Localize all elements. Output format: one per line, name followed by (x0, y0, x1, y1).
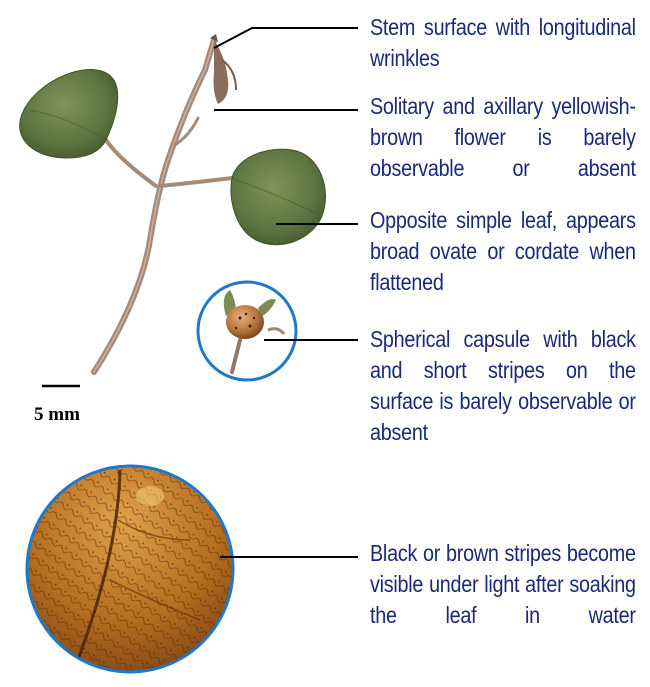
right-leaf (231, 149, 325, 244)
leader-stem (214, 28, 358, 48)
scale-bar-label: 5 mm (34, 404, 80, 426)
label-capsule: Spherical capsule with black and short s… (370, 324, 636, 479)
left-leaf (20, 70, 118, 158)
label-leaf: Opposite simple leaf, appears broad ovat… (370, 205, 636, 329)
capsule-inset (198, 282, 296, 380)
label-stripes: Black or brown stripes become visible un… (370, 538, 636, 662)
label-flower: Solitary and axillary yellowish-brown fl… (370, 91, 636, 215)
magnified-leaf-inset (0, 440, 260, 687)
